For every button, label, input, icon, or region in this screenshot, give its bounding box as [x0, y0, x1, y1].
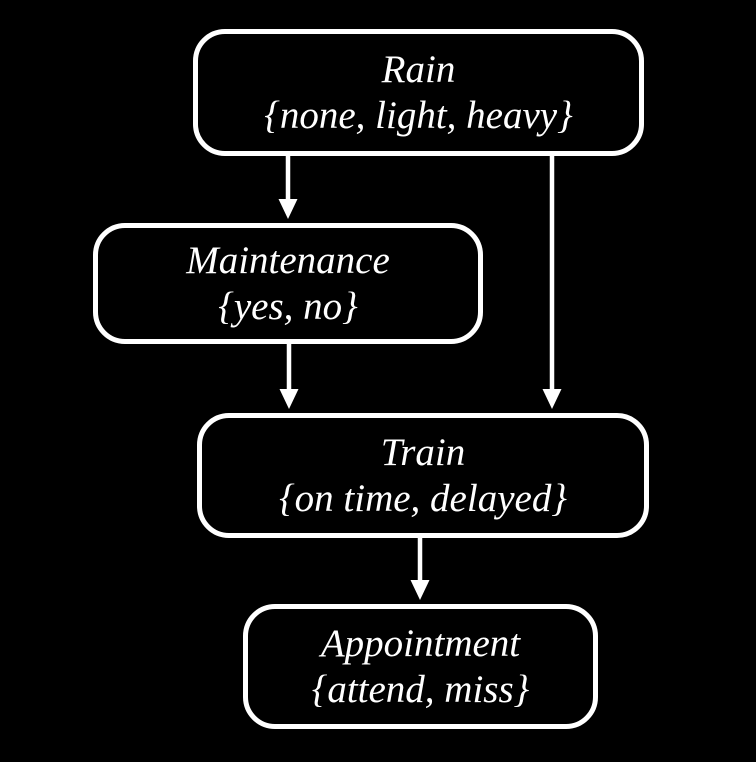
edge-train-to-appointment: [410, 537, 430, 600]
edge-maintenance-to-train: [279, 344, 299, 409]
node-rain: Rain {none, light, heavy}: [193, 29, 644, 156]
node-appointment: Appointment {attend, miss}: [243, 604, 598, 729]
arrowhead-icon: [278, 199, 298, 219]
arrowhead-icon: [410, 580, 430, 600]
node-maintenance: Maintenance {yes, no}: [93, 223, 483, 344]
edge-rain-to-maintenance: [278, 155, 298, 219]
node-rain-values: {none, light, heavy}: [264, 93, 573, 137]
node-rain-label: Rain: [381, 47, 456, 91]
node-appointment-values: {attend, miss}: [311, 667, 530, 711]
node-maintenance-label: Maintenance: [186, 238, 390, 282]
node-appointment-label: Appointment: [320, 621, 521, 665]
node-train-values: {on time, delayed}: [279, 476, 567, 520]
node-train-label: Train: [380, 430, 466, 474]
edge-rain-to-train: [542, 152, 562, 409]
arrowhead-icon: [542, 389, 562, 409]
node-train: Train {on time, delayed}: [197, 413, 649, 538]
node-maintenance-values: {yes, no}: [218, 284, 358, 328]
arrowhead-icon: [279, 389, 299, 409]
